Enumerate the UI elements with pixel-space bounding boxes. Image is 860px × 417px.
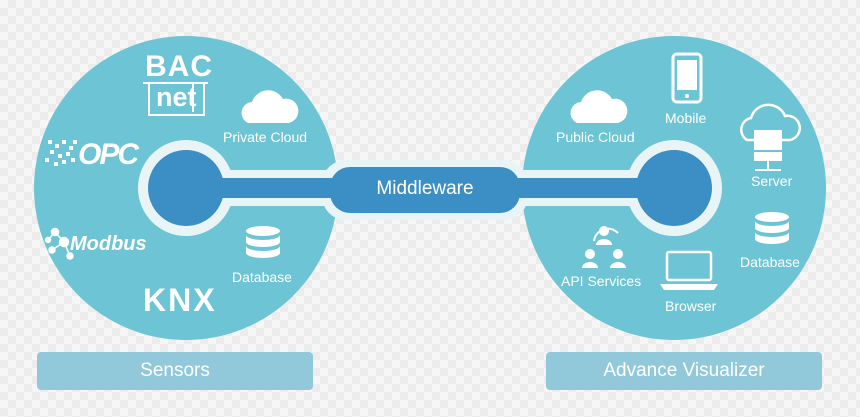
public-cloud-label: Public Cloud [556,129,635,145]
bacnet-logo: BAC [145,50,213,83]
public-cloud-icon [570,90,628,123]
opc-logo: OPC [78,138,139,171]
browser-label: Browser [665,298,717,314]
sensors-bar [37,352,313,390]
left-database-label: Database [232,269,292,285]
modbus-molecule-icon [44,227,74,260]
left-node [148,150,224,226]
server-icon [740,103,802,171]
private-cloud-label: Private Cloud [223,129,308,145]
knx-logo: KNX [143,282,217,318]
bacnet-logo-net: net [148,84,205,116]
api-services-label: API Services [561,273,642,289]
private-cloud-icon [241,90,299,123]
right-database-label: Database [740,254,800,270]
opc-dots-icon [45,140,77,166]
modbus-logo: Modbus [70,233,147,255]
visualizer-bar [546,352,822,390]
middleware-label: Middleware [376,178,474,199]
sensors-label: Sensors [140,360,210,381]
advance-visualizer-label: Advance Visualizer [603,360,765,381]
server-label: Server [751,173,793,189]
middleware-pill [330,167,520,213]
bacnet-logo-lines [143,82,208,112]
left-database-icon [246,226,280,258]
laptop-icon [660,250,718,290]
mobile-icon [671,52,703,104]
right-node [636,150,712,226]
api-users-icon [582,226,626,268]
mobile-label: Mobile [665,110,707,126]
right-database-icon [755,212,789,244]
